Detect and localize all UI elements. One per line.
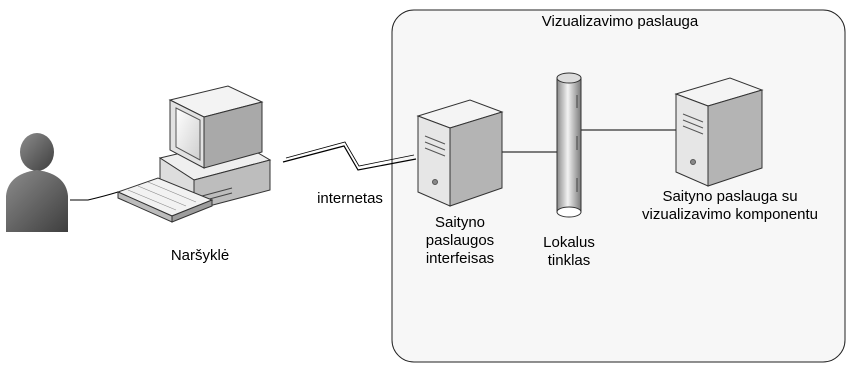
- interface-label-line3: interfeisas: [425, 250, 495, 267]
- service-label: Saityno paslauga su vizualizavimo kompon…: [620, 188, 840, 224]
- interface-label-line2: paslaugos: [425, 232, 495, 249]
- lan-label-line2: tinklas: [547, 252, 591, 269]
- lightning-link-shadow: [285, 141, 415, 167]
- keyboard-icon: [116, 177, 214, 223]
- interface-label-line1: Saityno: [434, 214, 486, 231]
- service-label-line1: Saityno paslauga su: [662, 188, 798, 205]
- user-to-keyboard-line: [70, 191, 119, 201]
- user-icon: [6, 133, 68, 232]
- connection-lines: [70, 129, 676, 201]
- lan-label: Lokalus tinklas: [519, 234, 619, 270]
- server-icon: [416, 99, 504, 207]
- lan-label-line1: Lokalus: [543, 234, 595, 251]
- interface-label: Saityno paslaugos interfeisas: [405, 214, 515, 268]
- server-icon: [674, 77, 764, 187]
- service-box-title: Vizualizavimo paslauga: [541, 13, 699, 30]
- browser-label: Naršyklė: [170, 247, 230, 264]
- lightning-link-icon: [282, 145, 417, 171]
- network-pipe-icon: [556, 72, 582, 218]
- service-label-line2: vizualizavimo komponentu: [642, 206, 818, 223]
- internet-label: internetas: [317, 190, 383, 207]
